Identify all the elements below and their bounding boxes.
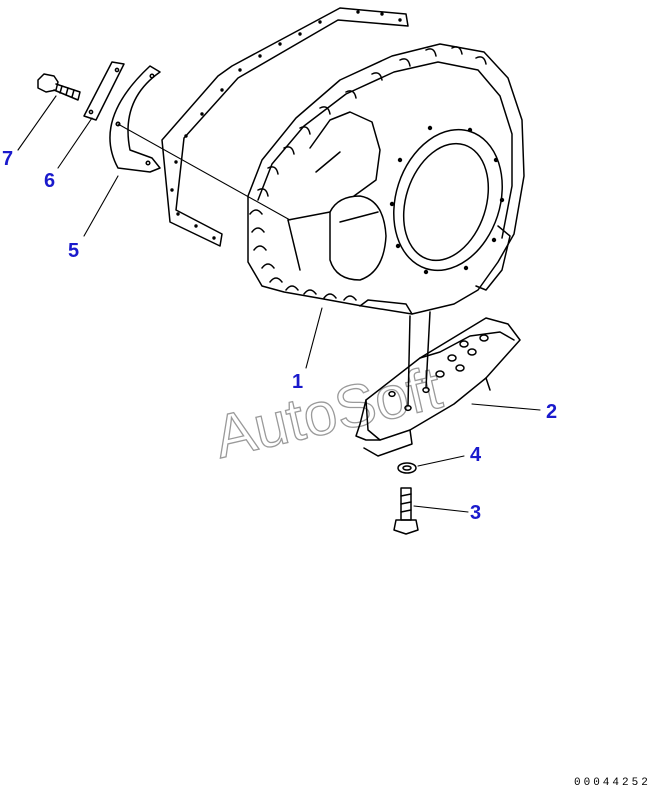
leader-7	[17, 95, 57, 151]
callouts: 1 2 3 4 5 6 7	[2, 148, 557, 524]
callout-1: 1	[292, 371, 303, 393]
callout-4: 4	[470, 444, 482, 466]
gasket-5	[109, 65, 161, 173]
leader-6	[57, 117, 93, 169]
leader-5	[83, 175, 119, 237]
watermark-text: AutoSoft	[208, 354, 448, 471]
bolt-7	[37, 73, 81, 101]
leader-4	[417, 455, 465, 467]
leader-1	[305, 307, 323, 369]
callout-2: 2	[546, 401, 557, 423]
leader-2	[471, 403, 541, 411]
housing-gasket	[161, 7, 409, 247]
washer-4	[397, 462, 417, 474]
callout-5: 5	[68, 240, 79, 262]
callout-7: 7	[2, 148, 13, 170]
flywheel-housing-1	[247, 43, 525, 315]
leader-3	[413, 505, 469, 513]
leader-lines	[17, 95, 541, 513]
shim-6	[83, 61, 125, 121]
bolt-3	[393, 487, 419, 535]
support-bracket-2	[355, 311, 521, 457]
callout-3: 3	[470, 502, 481, 524]
leader-5-to-housing	[117, 123, 291, 221]
document-number: 00044252	[574, 777, 651, 788]
watermark: AutoSoft	[207, 353, 448, 471]
callout-6: 6	[44, 170, 55, 192]
